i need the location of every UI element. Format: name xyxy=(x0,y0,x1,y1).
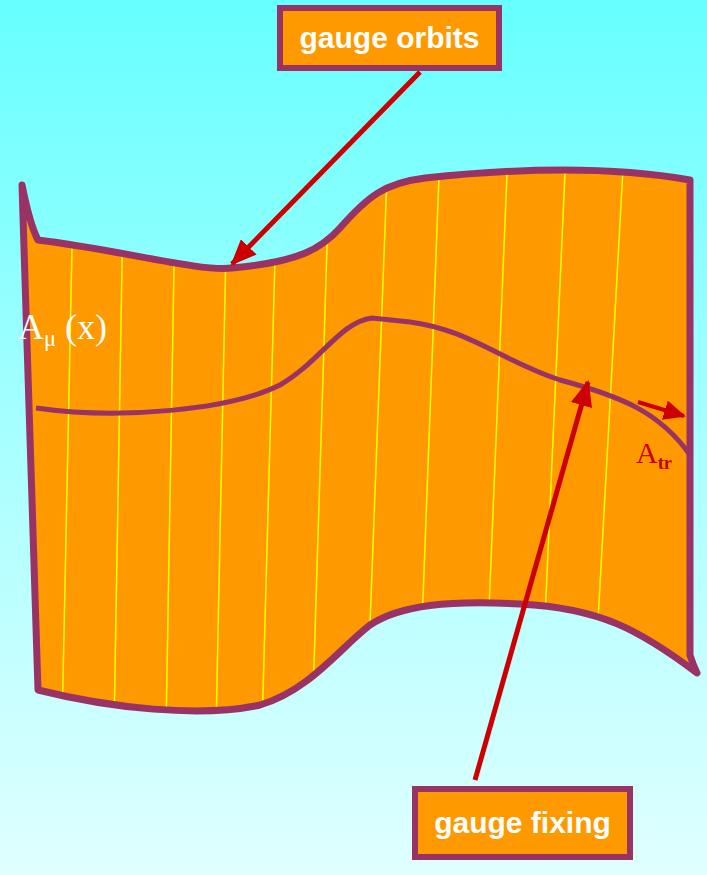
callout-text: gauge fixing xyxy=(434,806,611,840)
configuration-sheet xyxy=(22,170,697,711)
callout-text: gauge orbits xyxy=(299,21,480,55)
transverse-label: Atr xyxy=(636,436,672,474)
sheet-outline xyxy=(22,170,697,711)
leader-arrow xyxy=(232,72,420,264)
callout-box: gauge fixing xyxy=(412,786,633,860)
gauge-fixing-curve xyxy=(36,318,690,455)
transverse-arrow xyxy=(638,402,684,416)
orbit-lines xyxy=(62,150,624,730)
callout-box: gauge orbits xyxy=(277,5,502,71)
leader-arrow xyxy=(475,382,588,780)
field-label: Aμ (x) xyxy=(18,306,107,352)
